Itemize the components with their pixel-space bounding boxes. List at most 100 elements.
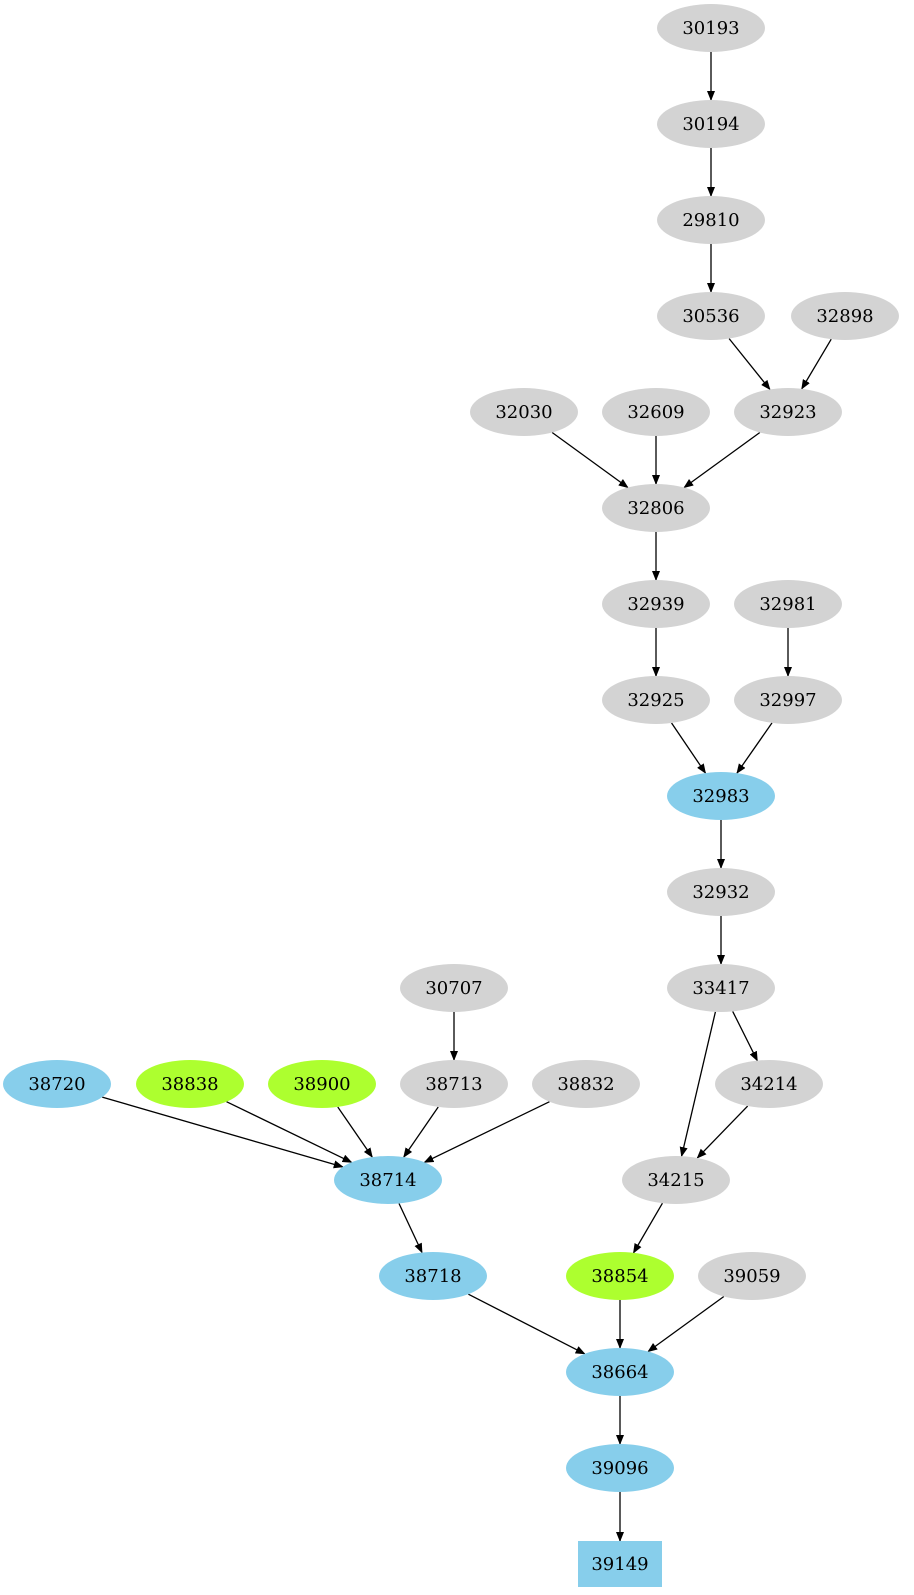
node-ellipse-shape xyxy=(698,1252,806,1300)
edge-30536-to-32923 xyxy=(728,338,771,391)
edge-38718-to-38664 xyxy=(468,1293,586,1355)
node-ellipse-shape xyxy=(470,388,578,436)
node-ellipse-shape xyxy=(566,1444,674,1492)
node-ellipse-shape xyxy=(566,1252,674,1300)
graph-node-34214[interactable]: 34214 xyxy=(715,1060,823,1108)
node-label: 38720 xyxy=(28,1074,85,1095)
graph-node-33417[interactable]: 33417 xyxy=(667,964,775,1012)
node-label: 33417 xyxy=(692,978,749,999)
node-label: 38713 xyxy=(425,1074,482,1095)
graph-node-34215[interactable]: 34215 xyxy=(622,1156,730,1204)
graph-node-32939[interactable]: 32939 xyxy=(602,580,710,628)
graph-node-32030[interactable]: 32030 xyxy=(470,388,578,436)
node-ellipse-shape xyxy=(657,100,765,148)
graph-node-32806[interactable]: 32806 xyxy=(602,484,710,532)
graph-node-38713[interactable]: 38713 xyxy=(400,1060,508,1108)
graph-node-32925[interactable]: 32925 xyxy=(602,676,710,724)
node-label: 32932 xyxy=(692,882,749,903)
node-ellipse-shape xyxy=(734,580,842,628)
node-ellipse-shape xyxy=(3,1060,111,1108)
node-label: 32925 xyxy=(627,690,684,711)
node-ellipse-shape xyxy=(734,388,842,436)
node-label: 38718 xyxy=(404,1266,461,1287)
node-label: 38900 xyxy=(293,1074,350,1095)
graph-node-39149[interactable]: 39149 xyxy=(578,1541,662,1587)
graph-node-38720[interactable]: 38720 xyxy=(3,1060,111,1108)
node-label: 38664 xyxy=(591,1362,648,1383)
node-ellipse-shape xyxy=(657,4,765,52)
node-ellipse-shape xyxy=(334,1156,442,1204)
edge-39059-to-38664 xyxy=(647,1295,725,1353)
graph-node-38832[interactable]: 38832 xyxy=(532,1060,640,1108)
node-label: 32981 xyxy=(759,594,816,615)
nodes-layer: 30193 30194 29810 30536 32898 32030 32609 32923… xyxy=(3,4,899,1587)
edge-32997-to-32983 xyxy=(736,722,773,774)
graph-node-30193[interactable]: 30193 xyxy=(657,4,765,52)
node-label: 38854 xyxy=(591,1266,648,1287)
node-ellipse-shape xyxy=(532,1060,640,1108)
graph-node-38900[interactable]: 38900 xyxy=(268,1060,376,1108)
node-ellipse-shape xyxy=(379,1252,487,1300)
graph-node-32981[interactable]: 32981 xyxy=(734,580,842,628)
edge-32923-to-32806 xyxy=(683,431,761,489)
node-label: 32806 xyxy=(627,498,684,519)
node-label: 32983 xyxy=(692,786,749,807)
node-ellipse-shape xyxy=(602,388,710,436)
edge-38832-to-38714 xyxy=(423,1101,550,1163)
graph-node-38714[interactable]: 38714 xyxy=(334,1156,442,1204)
node-label: 34215 xyxy=(647,1170,704,1191)
node-ellipse-shape xyxy=(657,292,765,340)
node-label: 39149 xyxy=(591,1554,648,1575)
graph-node-38664[interactable]: 38664 xyxy=(566,1348,674,1396)
node-label: 39059 xyxy=(723,1266,780,1287)
edge-38900-to-38714 xyxy=(337,1106,373,1158)
graph-node-38854[interactable]: 38854 xyxy=(566,1252,674,1300)
graph-node-32923[interactable]: 32923 xyxy=(734,388,842,436)
graph-node-38718[interactable]: 38718 xyxy=(379,1252,487,1300)
graph-node-39096[interactable]: 39096 xyxy=(566,1444,674,1492)
node-label: 38838 xyxy=(161,1074,218,1095)
node-label: 30707 xyxy=(425,978,482,999)
edge-32898-to-32923 xyxy=(801,338,832,390)
node-ellipse-shape xyxy=(667,772,775,820)
node-label: 30193 xyxy=(682,18,739,39)
node-ellipse-shape xyxy=(602,484,710,532)
graph-node-32609[interactable]: 32609 xyxy=(602,388,710,436)
edge-38720-to-38714 xyxy=(102,1096,344,1169)
node-label: 32923 xyxy=(759,402,816,423)
node-label: 38714 xyxy=(359,1170,416,1191)
edge-32925-to-32983 xyxy=(671,722,706,774)
node-ellipse-shape xyxy=(400,964,508,1012)
node-ellipse-shape xyxy=(667,964,775,1012)
graph-node-38838[interactable]: 38838 xyxy=(136,1060,244,1108)
node-ellipse-shape xyxy=(400,1060,508,1108)
node-ellipse-shape xyxy=(657,196,765,244)
node-ellipse-shape xyxy=(602,676,710,724)
node-label: 34214 xyxy=(740,1074,797,1095)
graph-node-30707[interactable]: 30707 xyxy=(400,964,508,1012)
graph-node-30536[interactable]: 30536 xyxy=(657,292,765,340)
node-ellipse-shape xyxy=(734,676,842,724)
node-label: 38832 xyxy=(557,1074,614,1095)
node-label: 39096 xyxy=(591,1458,648,1479)
node-ellipse-shape xyxy=(602,580,710,628)
edge-33417-to-34215 xyxy=(679,1011,717,1158)
edge-38838-to-38714 xyxy=(226,1101,353,1163)
edge-38714-to-38718 xyxy=(398,1203,423,1254)
node-box-shape xyxy=(578,1541,662,1587)
node-ellipse-shape xyxy=(622,1156,730,1204)
node-label: 32939 xyxy=(627,594,684,615)
node-ellipse-shape xyxy=(136,1060,244,1108)
edge-32030-to-32806 xyxy=(551,431,629,489)
graph-node-32983[interactable]: 32983 xyxy=(667,772,775,820)
graph-node-32997[interactable]: 32997 xyxy=(734,676,842,724)
edge-38713-to-38714 xyxy=(403,1106,439,1158)
graph-node-30194[interactable]: 30194 xyxy=(657,100,765,148)
graph-node-32898[interactable]: 32898 xyxy=(791,292,899,340)
graph-node-39059[interactable]: 39059 xyxy=(698,1252,806,1300)
node-ellipse-shape xyxy=(791,292,899,340)
graph-node-32932[interactable]: 32932 xyxy=(667,868,775,916)
graph-node-29810[interactable]: 29810 xyxy=(657,196,765,244)
edge-34215-to-38854 xyxy=(632,1202,664,1254)
